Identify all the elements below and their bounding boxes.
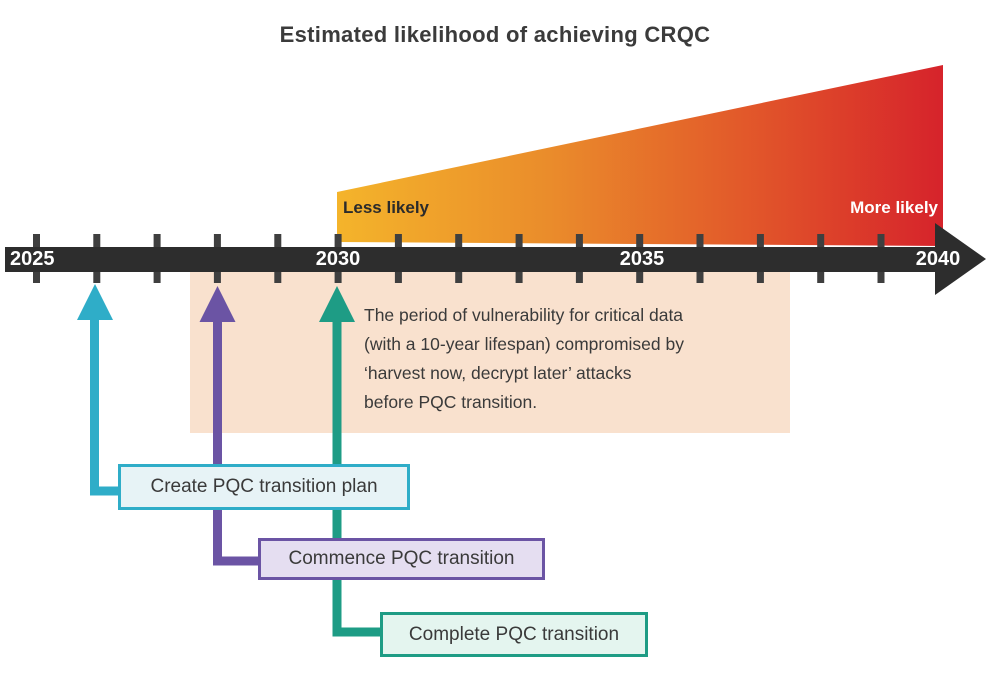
year-label-2035: 2035 xyxy=(619,248,665,270)
vulnerability-note-line: The period of vulnerability for critical… xyxy=(364,305,684,325)
vulnerability-note: The period of vulnerability for critical… xyxy=(364,301,794,417)
vulnerability-note-line: before PQC transition. xyxy=(364,392,538,412)
milestone-label: Create PQC transition plan xyxy=(150,476,378,497)
less-likely-label: Less likely xyxy=(343,198,430,217)
milestone-box-create-pqc-plan: Create PQC transition plan xyxy=(118,464,410,510)
create-plan-arrowhead xyxy=(77,284,113,320)
vulnerability-note-line: (with a 10-year lifespan) compromised by xyxy=(364,334,684,354)
milestone-box-complete-pqc-transition: Complete PQC transition xyxy=(380,612,648,657)
year-label-2030: 2030 xyxy=(315,248,361,270)
diagram-title: Estimated likelihood of achieving CRQC xyxy=(279,22,711,47)
likelihood-gradient-wedge xyxy=(337,65,943,246)
milestone-label: Complete PQC transition xyxy=(408,623,620,645)
year-label-2025: 2025 xyxy=(10,248,55,270)
complete-arrowhead xyxy=(319,286,355,322)
commence-connector xyxy=(213,318,260,566)
create-plan-connector xyxy=(90,316,121,496)
year-label-2040: 2040 xyxy=(915,248,961,270)
commence-arrowhead xyxy=(199,286,236,322)
milestone-box-commence-pqc-transition: Commence PQC transition xyxy=(258,538,545,580)
milestone-label: Commence PQC transition xyxy=(288,548,515,569)
timeline-bar xyxy=(5,247,935,272)
more-likely-label: More likely xyxy=(850,198,938,217)
timeline-arrowhead xyxy=(935,223,986,295)
complete-connector xyxy=(332,318,382,637)
vulnerability-period-region xyxy=(190,272,790,433)
vulnerability-note-line: ‘harvest now, decrypt later’ attacks xyxy=(364,363,632,383)
